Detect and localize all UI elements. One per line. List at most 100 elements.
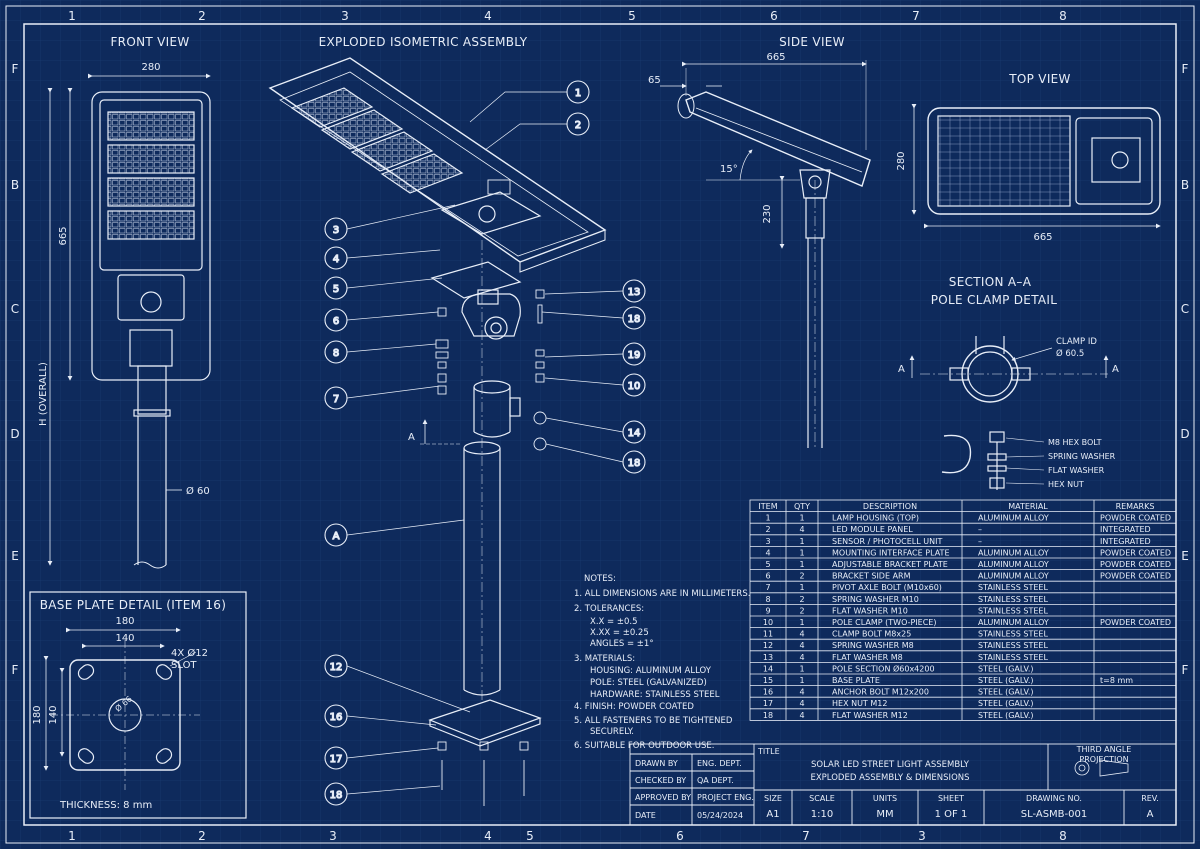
bom-cell: 15 — [763, 676, 773, 685]
bom-cell: 11 — [763, 630, 773, 639]
balloon-number: 7 — [333, 394, 339, 405]
drawing-number-value: SL-ASMB-001 — [1021, 809, 1088, 820]
bom-cell: 4 — [799, 653, 804, 662]
balloon-circle — [324, 704, 348, 728]
bom-cell: BRACKET SIDE ARM — [832, 572, 911, 581]
balloon-circle — [324, 654, 348, 678]
bom-cell: STEEL (GALV.) — [978, 688, 1034, 697]
bom-cell: 16 — [763, 688, 773, 697]
size-value: A1 — [766, 809, 779, 820]
note-line: X.XX = ±0.25 — [590, 628, 649, 638]
balloon-circle — [566, 80, 590, 104]
title-label: TITLE — [757, 747, 780, 756]
bom-cell: STEEL (GALV.) — [978, 664, 1034, 673]
bom-cell: LED MODULE PANEL — [832, 525, 913, 534]
thickness-label: THICKNESS: 8 mm — [59, 800, 152, 811]
bom-cell: CLAMP BOLT M8x25 — [832, 630, 911, 639]
border-col-label: 5 — [628, 9, 636, 23]
bom-cell: STAINLESS STEEL — [978, 606, 1048, 615]
bom-cell: INTEGRATED — [1100, 525, 1151, 534]
side-view-title: SIDE VIEW — [779, 35, 845, 49]
drawing-border — [5, 5, 1195, 844]
bom-cell: 10 — [763, 618, 773, 627]
note-line: HARDWARE: STAINLESS STEEL — [590, 690, 720, 700]
bom-cell: STEEL (GALV.) — [978, 676, 1034, 685]
top-width-dim: 280 — [896, 151, 907, 170]
border-row-label: F — [1182, 663, 1189, 677]
scale-value: 1:10 — [811, 809, 833, 820]
bom-cell: 2 — [765, 525, 770, 534]
bom-cell: 17 — [763, 699, 773, 708]
checked-by-label: CHECKED BY — [635, 776, 686, 785]
bom-header: QTY — [794, 502, 810, 511]
note-line: 1. ALL DIMENSIONS ARE IN MILLIMETERS. — [574, 589, 750, 599]
note-line: HOUSING: ALUMINUM ALLOY — [590, 666, 712, 676]
section-subtitle: POLE CLAMP DETAIL — [931, 293, 1057, 307]
drawing-title-line1: SOLAR LED STREET LIGHT ASSEMBLY — [811, 760, 970, 770]
bom-header: DESCRIPTION — [863, 502, 917, 511]
front-height-dim: 665 — [58, 226, 69, 245]
note-line: 4. FINISH: POWDER COATED — [574, 702, 694, 712]
base-width-inner: 140 — [115, 633, 134, 644]
date-value: 05/24/2024 — [697, 811, 743, 820]
balloon-number: 14 — [628, 428, 641, 439]
bom-cell: BASE PLATE — [832, 676, 880, 685]
balloon-number: 19 — [628, 350, 641, 361]
balloon-number: 2 — [575, 120, 581, 131]
border-row-label: F — [12, 62, 19, 76]
projection-label1: THIRD ANGLE — [1076, 745, 1132, 754]
border-col-label: 3 — [341, 9, 349, 23]
border-col-label: 2 — [198, 9, 206, 23]
bom-cell: POWDER COATED — [1100, 514, 1171, 523]
balloon-number: 18 — [628, 458, 641, 469]
border-row-label: F — [1182, 62, 1189, 76]
bom-header: ITEM — [758, 502, 777, 511]
notes-title: NOTES: — [584, 574, 616, 584]
border-col-label: 8 — [1059, 829, 1067, 843]
bom-cell: STAINLESS STEEL — [978, 630, 1048, 639]
base-height-outer: 180 — [32, 705, 43, 724]
balloon-number: A — [333, 531, 340, 542]
fastener-label: HEX NUT — [1048, 480, 1084, 489]
balloon-circle — [324, 246, 348, 270]
balloon-circle — [324, 386, 348, 410]
slot-size-label: 4X Ø12 — [171, 647, 208, 659]
side-length-dim: 665 — [766, 52, 785, 63]
balloon-number: 12 — [330, 662, 343, 673]
fastener-label: SPRING WASHER — [1048, 452, 1116, 461]
bom-cell: 5 — [765, 560, 770, 569]
exploded-view-title: EXPLODED ISOMETRIC ASSEMBLY — [319, 35, 528, 49]
bom-cell: 1 — [799, 664, 804, 673]
balloon-circle — [622, 342, 646, 366]
clamp-diameter-label: Ø 60.5 — [1056, 348, 1084, 359]
front-view-title: FRONT VIEW — [110, 35, 189, 49]
border-col-label: 3 — [918, 829, 926, 843]
drawing-title-line2: EXPLODED ASSEMBLY & DIMENSIONS — [810, 773, 969, 783]
bom-cell: ADJUSTABLE BRACKET PLATE — [832, 560, 948, 569]
bom-cell: STAINLESS STEEL — [978, 583, 1048, 592]
date-label: DATE — [635, 811, 656, 820]
bom-cell: MOUNTING INTERFACE PLATE — [832, 548, 950, 557]
fastener-label: FLAT WASHER — [1048, 466, 1105, 475]
section-a-a — [909, 336, 1109, 490]
section-title: SECTION A–A — [949, 275, 1032, 289]
title-block — [629, 743, 1177, 826]
border-col-label: 1 — [68, 829, 76, 843]
approved-by-label: APPROVED BY — [635, 793, 691, 802]
top-length-dim: 665 — [1033, 232, 1052, 243]
base-plate-detail — [29, 591, 247, 819]
bom-cell: SPRING WASHER M10 — [832, 595, 919, 604]
bom-cell: POWDER COATED — [1100, 618, 1171, 627]
base-width-outer: 180 — [115, 616, 134, 627]
balloon-number: 10 — [628, 381, 641, 392]
balloon-circle — [324, 308, 348, 332]
bom-table — [749, 499, 1177, 721]
bom-cell: POWDER COATED — [1100, 572, 1171, 581]
border-col-label: 1 — [68, 9, 76, 23]
border-row-label: B — [11, 178, 19, 192]
revision-value: A — [1147, 809, 1154, 820]
exploded-section-mark: A — [408, 432, 415, 443]
bom-cell: – — [978, 525, 982, 534]
border-col-label: 7 — [802, 829, 810, 843]
side-offset-dim: 65 — [648, 75, 661, 86]
